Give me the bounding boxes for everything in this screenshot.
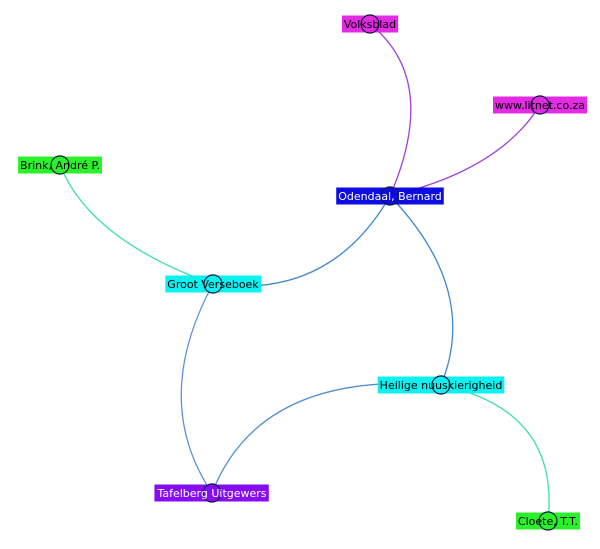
edges-layer bbox=[59, 23, 550, 522]
edge-volksblad-odendaal bbox=[369, 23, 412, 197]
node-label-background bbox=[154, 484, 269, 502]
node-odendaal[interactable]: Odendaal, Bernard bbox=[336, 186, 444, 206]
edge-groot-tafelberg bbox=[180, 283, 214, 494]
node-label: Cloete, T.T. bbox=[518, 515, 578, 528]
node-label-background bbox=[336, 187, 444, 205]
node-label: Groot Verseboek bbox=[167, 278, 259, 291]
node-label-background bbox=[165, 275, 262, 293]
node-tafelberg[interactable]: Tafelberg Uitgewers bbox=[154, 483, 269, 503]
node-groot[interactable]: Groot Verseboek bbox=[165, 274, 262, 294]
node-circle[interactable] bbox=[50, 155, 70, 175]
node-label-background bbox=[492, 96, 588, 114]
node-brink[interactable]: Brink, André P. bbox=[18, 155, 102, 175]
node-circle[interactable] bbox=[538, 511, 558, 531]
node-circle[interactable] bbox=[530, 95, 550, 115]
node-label: Tafelberg Uitgewers bbox=[156, 487, 266, 500]
node-heilige[interactable]: Heilige nuuskierigheid bbox=[377, 375, 505, 395]
node-volksblad[interactable]: Volksblad bbox=[341, 14, 399, 34]
edge-litnet-odendaal bbox=[389, 104, 541, 197]
node-litnet[interactable]: www.litnet.co.za bbox=[492, 95, 588, 115]
node-label: Volksblad bbox=[344, 18, 396, 31]
node-circle[interactable] bbox=[202, 483, 222, 503]
node-label: Heilige nuuskierigheid bbox=[380, 379, 503, 392]
node-cloete[interactable]: Cloete, T.T. bbox=[515, 511, 581, 531]
node-label-background bbox=[515, 512, 581, 530]
node-circle[interactable] bbox=[380, 186, 400, 206]
edge-brink-groot bbox=[59, 164, 214, 285]
edge-odendaal-heilige bbox=[389, 195, 454, 386]
edge-odendaal-groot bbox=[212, 195, 391, 287]
node-label: www.litnet.co.za bbox=[495, 99, 585, 112]
node-label: Odendaal, Bernard bbox=[338, 190, 442, 203]
edge-heilige-tafelberg bbox=[211, 382, 442, 494]
node-circle[interactable] bbox=[431, 375, 451, 395]
node-label-background bbox=[341, 15, 399, 33]
node-label-background bbox=[377, 376, 505, 394]
node-label: Brink, André P. bbox=[20, 159, 100, 172]
node-circle[interactable] bbox=[360, 14, 380, 34]
node-circle[interactable] bbox=[203, 274, 223, 294]
node-label-background bbox=[18, 156, 102, 174]
edge-heilige-cloete bbox=[440, 384, 550, 522]
